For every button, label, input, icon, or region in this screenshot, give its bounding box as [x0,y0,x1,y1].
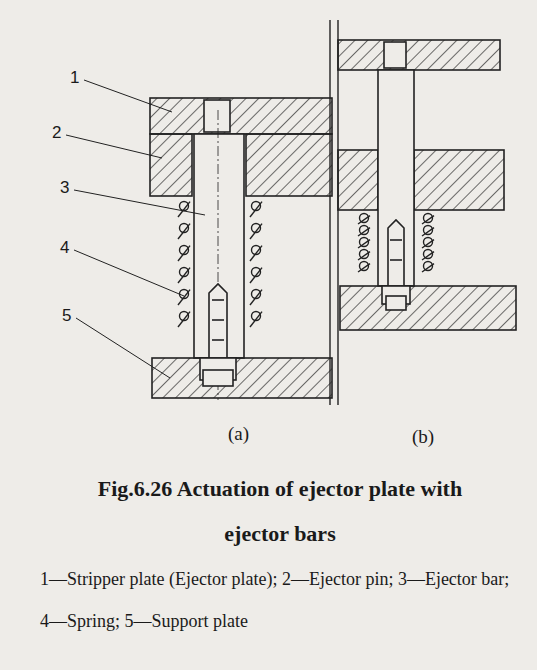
spring-wire [422,228,434,236]
spring-coils [358,214,434,273]
spring-wire [250,202,262,217]
spring-wire [358,252,370,260]
spring-wire [178,268,190,283]
spring-wire [178,224,190,239]
spring-wire [358,216,370,224]
spring-wire [422,216,434,224]
spring-wire [250,312,262,327]
callout-number: 3 [60,178,69,198]
callout-number: 4 [60,238,69,258]
spring-wire [178,312,190,327]
view-a [150,98,332,400]
spring-wire [250,268,262,283]
spring-wire [178,290,190,305]
spring-wire [178,246,190,261]
view-label: (b) [412,426,434,448]
spring-wire [422,240,434,248]
view-b [338,40,516,330]
leader-lines [66,80,205,378]
spring-wire [250,290,262,305]
spring-wire [250,246,262,261]
spring-wire [178,202,190,217]
spring-coils [178,202,262,328]
callout-number: 5 [62,306,71,326]
spring-wire [358,264,370,272]
callout-number: 2 [52,123,61,143]
spring-wire [358,240,370,248]
spring-wire [250,224,262,239]
parts-key: 1—Stripper plate (Ejector plate); 2—Ejec… [40,558,520,642]
callout-number: 1 [70,68,79,88]
spring-wire [422,264,434,272]
figure-caption: Fig.6.26 Actuation of ejector plate with… [80,466,480,556]
spring-wire [358,228,370,236]
view-label: (a) [228,423,249,445]
spring-wire [422,252,434,260]
